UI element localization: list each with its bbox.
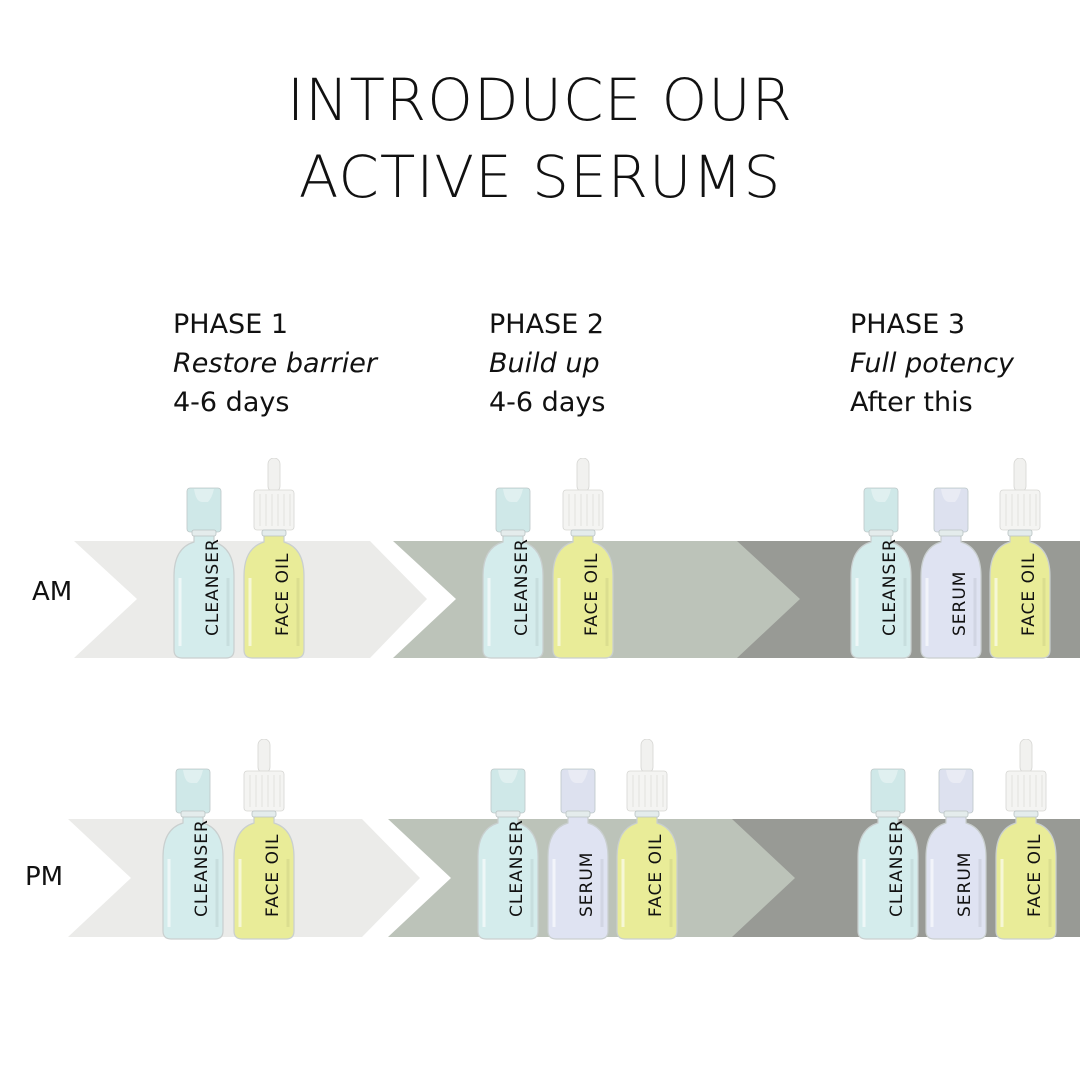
phase-duration: After this — [850, 387, 973, 418]
bottle-label: FACE OIL — [582, 552, 602, 636]
phase-1-header: PHASE 1 Restore barrier 4-6 days — [173, 305, 377, 422]
flip-cap-bottle-icon — [482, 487, 544, 659]
phase-name: PHASE 3 — [850, 309, 966, 340]
title-line-2: ACTIVE SERUMS — [298, 143, 782, 211]
flip-cap-bottle-icon — [162, 768, 224, 940]
flip-cap-bottle-icon — [477, 768, 539, 940]
dropper-bottle-icon — [989, 458, 1051, 659]
pm-phase-1-face-oil-bottle: FACE OIL — [232, 739, 296, 941]
phase-2-header: PHASE 2 Build up 4-6 days — [489, 305, 605, 422]
flip-cap-bottle-icon — [920, 487, 982, 659]
pm-phase-2-face-oil-bottle: FACE OIL — [615, 739, 679, 941]
am-phase-1-cleanser-bottle: CLEANSER — [172, 458, 236, 660]
dropper-bottle-icon — [552, 458, 614, 659]
phase-name: PHASE 2 — [489, 309, 605, 340]
title-line-1: INTRODUCE OUR — [287, 66, 793, 134]
page-title: INTRODUCE OUR ACTIVE SERUMS — [0, 62, 1080, 216]
bottle-label: FACE OIL — [1019, 552, 1039, 636]
phase-duration: 4-6 days — [489, 387, 606, 418]
phase-3-header: PHASE 3 Full potency After this — [850, 305, 1014, 422]
phase-name: PHASE 1 — [173, 309, 289, 340]
bottle-label: SERUM — [955, 851, 975, 917]
flip-cap-bottle-icon — [850, 487, 912, 659]
am-phase-3-face-oil-bottle: FACE OIL — [988, 458, 1052, 660]
pm-phase-3-face-oil-bottle: FACE OIL — [994, 739, 1058, 941]
am-row-label: AM — [32, 577, 73, 607]
pm-phase-3-cleanser-bottle: CLEANSER — [856, 739, 920, 941]
am-phase-2-face-oil-bottle: FACE OIL — [551, 458, 615, 660]
pm-row-label: PM — [25, 862, 64, 892]
bottle-label: SERUM — [577, 851, 597, 917]
phase-duration: 4-6 days — [173, 387, 290, 418]
bottle-label: FACE OIL — [273, 552, 293, 636]
flip-cap-bottle-icon — [547, 768, 609, 940]
flip-cap-bottle-icon — [925, 768, 987, 940]
pm-phase-2-serum-bottle: SERUM — [546, 739, 610, 941]
bottle-label: FACE OIL — [1025, 833, 1045, 917]
bottle-label: CLEANSER — [512, 538, 532, 636]
am-phase-3-cleanser-bottle: CLEANSER — [849, 458, 913, 660]
bottle-label: CLEANSER — [887, 819, 907, 917]
bottle-label: CLEANSER — [203, 538, 223, 636]
phase-subtitle: Build up — [489, 348, 600, 379]
bottle-label: SERUM — [950, 570, 970, 636]
am-phase-3-serum-bottle: SERUM — [919, 458, 983, 660]
bottle-label: CLEANSER — [507, 819, 527, 917]
dropper-bottle-icon — [616, 739, 678, 940]
am-phase-1-face-oil-bottle: FACE OIL — [242, 458, 306, 660]
flip-cap-bottle-icon — [857, 768, 919, 940]
dropper-bottle-icon — [233, 739, 295, 940]
dropper-bottle-icon — [995, 739, 1057, 940]
bottle-label: FACE OIL — [263, 833, 283, 917]
pm-phase-3-serum-bottle: SERUM — [924, 739, 988, 941]
phase-subtitle: Restore barrier — [173, 348, 377, 379]
flip-cap-bottle-icon — [173, 487, 235, 659]
bottle-label: FACE OIL — [646, 833, 666, 917]
am-phase-2-cleanser-bottle: CLEANSER — [481, 458, 545, 660]
bottle-label: CLEANSER — [192, 819, 212, 917]
pm-phase-1-cleanser-bottle: CLEANSER — [161, 739, 225, 941]
dropper-bottle-icon — [243, 458, 305, 659]
pm-phase-2-cleanser-bottle: CLEANSER — [476, 739, 540, 941]
bottle-label: CLEANSER — [880, 538, 900, 636]
phase-subtitle: Full potency — [850, 348, 1014, 379]
